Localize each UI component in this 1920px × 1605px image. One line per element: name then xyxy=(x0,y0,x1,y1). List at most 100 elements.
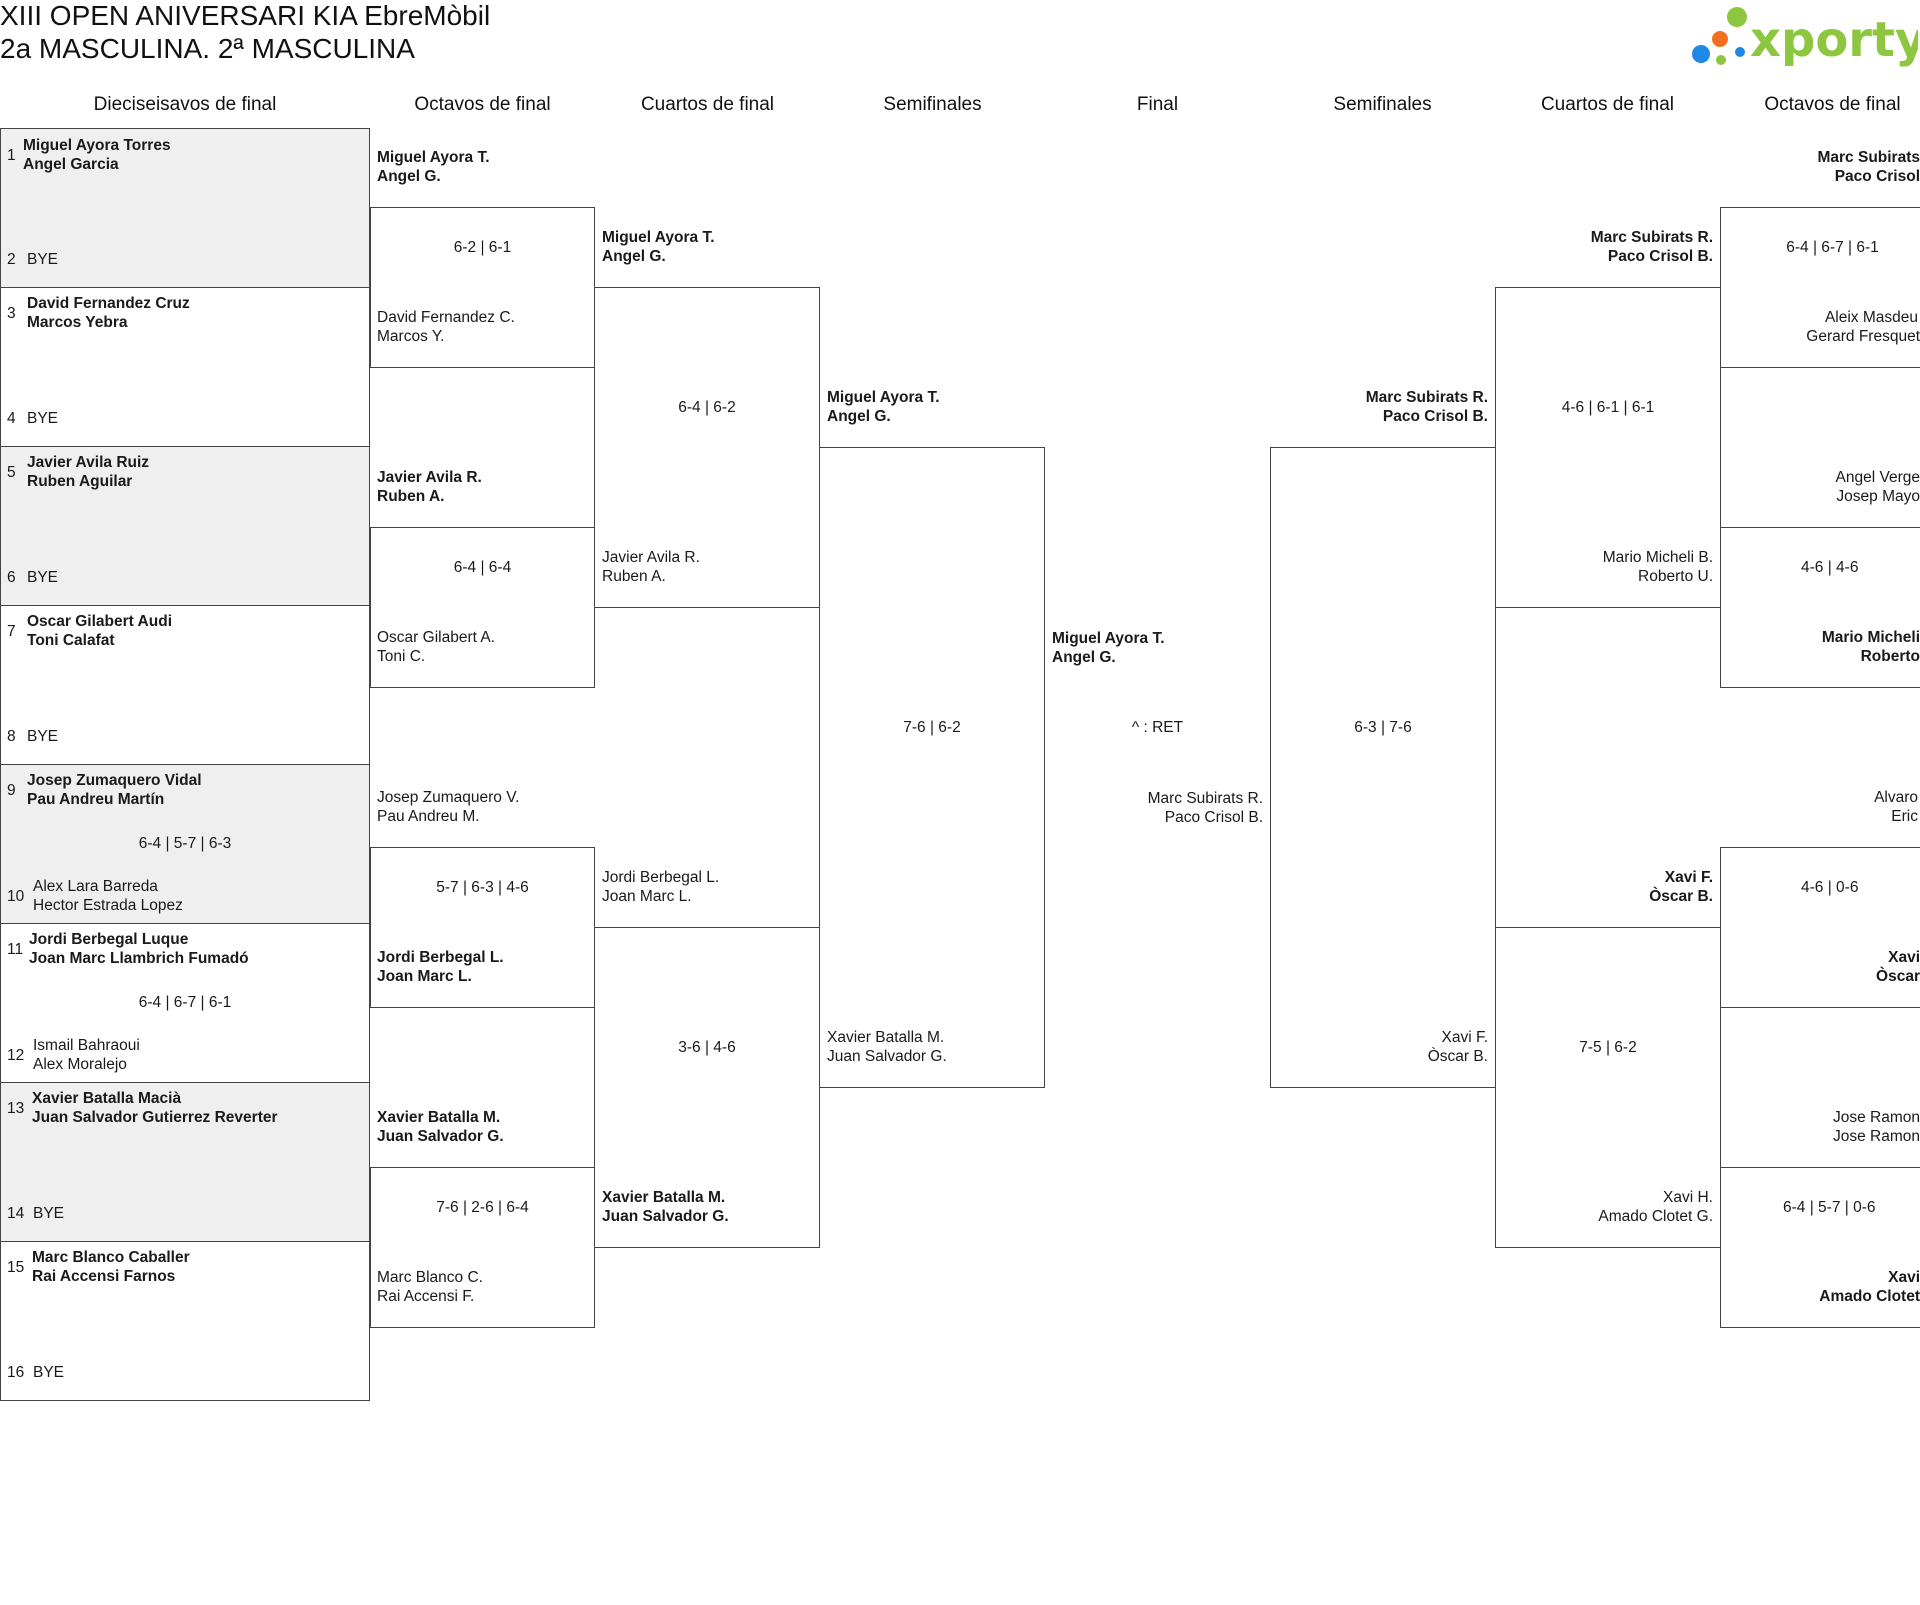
player-name: Xavi xyxy=(1888,1269,1920,1286)
player-name: Paco Crisol xyxy=(1834,168,1920,185)
player-name: Alex Moralejo xyxy=(33,1056,127,1073)
player-name: Mario Micheli B. xyxy=(1602,549,1713,566)
player-name: Paco Crisol B. xyxy=(1382,408,1488,425)
seed-number: 4 xyxy=(7,410,16,427)
match-score: 7-6 | 2-6 | 6-4 xyxy=(436,1199,529,1216)
logo-dot-orange xyxy=(1712,31,1728,47)
match-score: 7-5 | 6-2 xyxy=(1579,1039,1637,1056)
player-name: Miguel Ayora T. xyxy=(1052,630,1165,647)
player-name: Miguel Ayora T. xyxy=(827,389,940,406)
player-name: Xavier Batalla M. xyxy=(827,1029,945,1046)
player-name: Roberto xyxy=(1860,648,1920,665)
player-name: Roberto U. xyxy=(1638,568,1713,585)
player-name: Jordi Berbegal L. xyxy=(602,869,720,886)
player-name: Jose Ramon xyxy=(1832,1109,1920,1126)
player-name: Pau Andreu Martín xyxy=(27,791,165,808)
player-name: Javier Avila Ruiz xyxy=(27,454,150,471)
match-score: 4-6 | 4-6 xyxy=(1801,559,1859,576)
match-score: 4-6 | 6-1 | 6-1 xyxy=(1561,399,1655,416)
player-name: Angel G. xyxy=(377,168,441,185)
qf-match-box xyxy=(1495,927,1721,1248)
player-name: Ruben A. xyxy=(602,568,666,585)
player-name: Marcos Yebra xyxy=(27,314,128,331)
player-name: Rai Accensi F. xyxy=(377,1288,475,1305)
player-name: Josep Mayo xyxy=(1836,488,1920,505)
player-name: Miguel Ayora T. xyxy=(602,229,715,246)
player-name: Angel G. xyxy=(827,408,891,425)
player-name: Xavi F. xyxy=(1664,869,1713,886)
player-name: Angel Verge xyxy=(1835,469,1920,486)
player-name: Ruben A. xyxy=(377,488,445,505)
player-name: Xavier Batalla Macià xyxy=(32,1090,182,1107)
player-name: Ismail Bahraoui xyxy=(33,1037,140,1054)
seed-number: 16 xyxy=(7,1364,25,1381)
player-name: Xavi H. xyxy=(1663,1189,1713,1206)
match-score: 6-4 | 5-7 | 0-6 xyxy=(1783,1199,1876,1216)
seed-number: 10 xyxy=(7,888,25,905)
r16-match-box xyxy=(1720,207,1920,368)
match-score: ^ : RET xyxy=(1131,719,1184,736)
player-name: Marc Blanco C. xyxy=(377,1269,483,1286)
player-name: Xavier Batalla M. xyxy=(377,1109,501,1126)
match-score: 3-6 | 4-6 xyxy=(678,1039,736,1056)
logo-dot-small-blue xyxy=(1735,47,1745,57)
player-name: Juan Salvador G. xyxy=(827,1048,947,1065)
xporty-logo: xporty xyxy=(1692,7,1918,68)
header-sf: Semifinales xyxy=(883,94,982,115)
seed-number: 7 xyxy=(7,623,16,640)
player-name: Mario Micheli xyxy=(1821,629,1920,646)
header-qf: Cuartos de final xyxy=(640,94,775,115)
player-name: Xavier Batalla M. xyxy=(602,1189,726,1206)
match-score: 5-7 | 6-3 | 4-6 xyxy=(436,879,529,896)
sf-match-box xyxy=(819,447,1045,1088)
player-name: Angel Garcia xyxy=(23,156,119,173)
tournament-title: XIII OPEN ANIVERSARI KIA EbreMòbil xyxy=(0,0,491,31)
seed-number: 8 xyxy=(7,728,16,745)
r16-match-box xyxy=(1720,1167,1920,1328)
category-title: 2a MASCULINA. 2ª MASCULINA xyxy=(0,33,415,64)
seed-number: 5 xyxy=(7,464,16,481)
match-score: 6-3 | 7-6 xyxy=(1354,719,1412,736)
match-score: 6-4 | 5-7 | 6-3 xyxy=(138,835,232,852)
seed-number: 1 xyxy=(7,147,16,164)
header-r16-right: Octavos de final xyxy=(1764,94,1901,115)
match-score: 6-4 | 6-4 xyxy=(453,559,512,576)
header-r16: Octavos de final xyxy=(414,94,551,115)
seed-number: 6 xyxy=(7,569,16,586)
player-name: Toni Calafat xyxy=(27,632,115,649)
player-name: Hector Estrada Lopez xyxy=(33,897,183,914)
player-name: Marc Blanco Caballer xyxy=(32,1249,190,1266)
player-name: Òscar B. xyxy=(1427,1048,1488,1065)
header-r32: Dieciseisavos de final xyxy=(93,94,277,115)
player-name: Juan Salvador G. xyxy=(377,1128,504,1145)
player-name: Joan Marc L. xyxy=(602,888,692,905)
match-score: 6-4 | 6-7 | 6-1 xyxy=(138,994,232,1011)
seed-number: 3 xyxy=(7,305,16,322)
player-name: Xavi F. xyxy=(1441,1029,1488,1046)
match-score: 6-4 | 6-2 xyxy=(678,399,736,416)
qf-match-box xyxy=(1495,287,1721,608)
player-name: Marc Subirats R. xyxy=(1590,229,1713,246)
player-name: Paco Crisol B. xyxy=(1607,248,1713,265)
player-name: Joan Marc Llambrich Fumadó xyxy=(29,950,249,967)
match-score: 6-4 | 6-7 | 6-1 xyxy=(1786,239,1879,256)
header-final: Final xyxy=(1136,94,1179,115)
player-name: Pau Andreu M. xyxy=(377,808,480,825)
player-name: Òscar xyxy=(1876,968,1920,985)
player-name: Marc Subirats R. xyxy=(1365,389,1488,406)
r16-match-box xyxy=(1720,527,1920,688)
player-name: David Fernandez Cruz xyxy=(27,295,190,312)
logo-dot-blue xyxy=(1692,45,1710,63)
player-name: Juan Salvador Gutierrez Reverter xyxy=(32,1109,278,1126)
player-name: Ruben Aguilar xyxy=(27,473,133,490)
player-name: Marc Subirats xyxy=(1817,149,1920,166)
bye-label: BYE xyxy=(33,1364,65,1381)
player-name: Alvaro xyxy=(1874,789,1918,806)
player-name: Paco Crisol B. xyxy=(1164,809,1263,826)
player-name: Òscar B. xyxy=(1649,888,1713,905)
player-name: Miguel Ayora T. xyxy=(377,149,490,166)
player-name: Joan Marc L. xyxy=(377,968,472,985)
bye-label: BYE xyxy=(33,1205,65,1222)
player-name: Amado Clotet xyxy=(1819,1288,1920,1305)
player-name: Gerard Fresquet xyxy=(1806,328,1920,345)
